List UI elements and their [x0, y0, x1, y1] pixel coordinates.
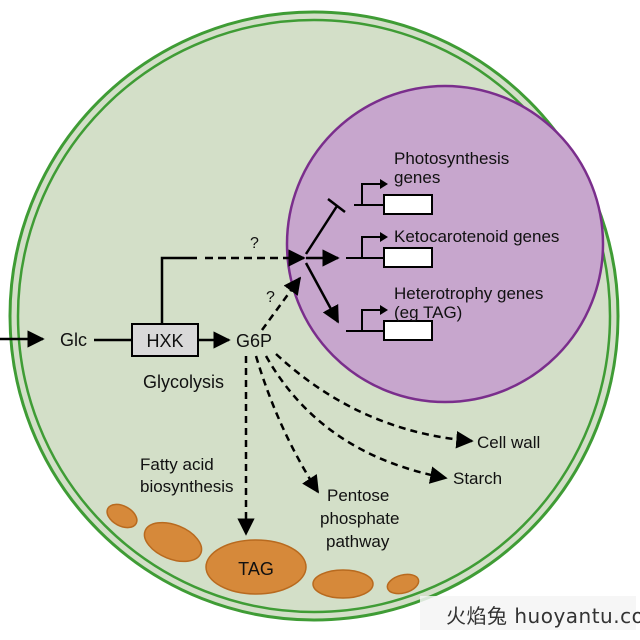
pentose-label-2: phosphate — [320, 509, 399, 528]
question-mark-mid: ? — [266, 289, 275, 306]
pentose-label-3: pathway — [326, 532, 390, 551]
photosynthesis-promoter — [354, 183, 380, 206]
glycolysis-label: Glycolysis — [143, 372, 224, 392]
ketocarotenoid-label: Ketocarotenoid genes — [394, 227, 559, 246]
tag-droplet — [205, 539, 307, 595]
lipid-droplet — [386, 573, 420, 595]
hub-to-photosynthesis-repress — [304, 205, 339, 255]
lipid-droplet — [106, 503, 138, 529]
heterotrophy-label-2: (eg TAG) — [394, 303, 462, 322]
ketocarotenoid-promoter — [346, 236, 380, 259]
photosynthesis-gene-box — [383, 194, 433, 215]
tag-label: TAG — [238, 559, 274, 579]
pentose-label-1: Pentose — [327, 486, 389, 505]
starch-label: Starch — [453, 469, 502, 488]
g6p-to-pentose-arrow — [254, 355, 320, 494]
ketocarotenoid-promoter-arrowhead — [380, 232, 388, 242]
lipid-droplet — [143, 521, 203, 563]
glc-label: Glc — [60, 330, 87, 350]
watermark-box — [420, 596, 636, 630]
hxk-signal-line — [160, 256, 197, 324]
cell-wall-label: Cell wall — [477, 433, 540, 452]
lipid-droplet — [312, 569, 374, 599]
fatty-acid-label-1: Fatty acid — [140, 455, 214, 474]
cell-inner-membrane — [16, 18, 612, 614]
heterotrophy-label-1: Heterotrophy genes — [394, 284, 543, 303]
repress-bar — [327, 198, 346, 213]
heterotrophy-promoter — [346, 309, 380, 332]
ketocarotenoid-gene-box — [383, 247, 433, 268]
heterotrophy-gene-box — [383, 320, 433, 341]
photosynthesis-label-1: Photosynthesis — [394, 149, 509, 168]
photosynthesis-promoter-arrowhead — [380, 179, 388, 189]
g6p-to-starch-arrow — [264, 355, 448, 484]
g6p-to-cell-wall-arrow — [275, 353, 474, 449]
g6p-label: G6P — [236, 331, 272, 351]
g6p-signal-dashed-arrow — [260, 276, 302, 331]
question-mark-top: ? — [250, 235, 259, 252]
fatty-acid-label-2: biosynthesis — [140, 477, 234, 496]
nucleus — [285, 84, 605, 404]
hxk-label: HXK — [146, 331, 183, 351]
watermark-text: 火焰兔 huoyantu.com — [446, 604, 640, 628]
hub-to-heterotrophy-arrow — [304, 262, 340, 324]
heterotrophy-promoter-arrowhead — [380, 305, 388, 315]
photosynthesis-label-2: genes — [394, 168, 440, 187]
